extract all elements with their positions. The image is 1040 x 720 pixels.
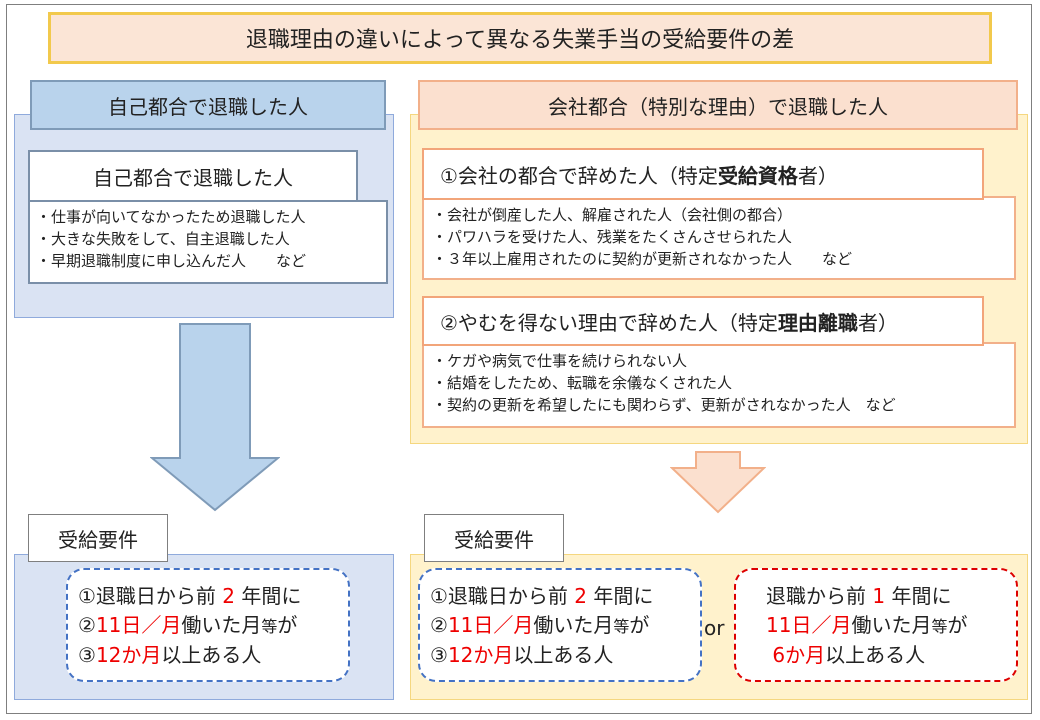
group2-examples: ・ケガや病気で仕事を続けられない人 ・結婚をしたため、転職を余儀なくされた人 ・… bbox=[422, 342, 1016, 428]
list-item: ・早期退職制度に申し込んだ人 など bbox=[36, 252, 307, 270]
list-item: ・パワハラを受けた人、残業をたくさんさせられた人 bbox=[432, 228, 792, 246]
voluntary-subtitle: 自己都合で退職した人 bbox=[28, 150, 358, 202]
voluntary-examples: ・仕事が向いてなかったため退職した人 ・大きな失敗をして、自主退職した人 ・早期… bbox=[28, 200, 388, 284]
or-label: or bbox=[704, 616, 725, 640]
group1-examples: ・会社が倒産した人、解雇された人（会社側の都合） ・パワハラを受けた人、残業をた… bbox=[422, 196, 1016, 280]
standard-requirement-box: ①退職日から前 2 年間に ②11日／月働いた月等が ③12か月以上ある人 bbox=[66, 568, 350, 682]
down-arrow-blue-icon bbox=[150, 323, 280, 512]
down-arrow-orange-icon bbox=[670, 451, 766, 514]
diagram-title: 退職理由の違いによって異なる失業手当の受給要件の差 bbox=[48, 12, 992, 64]
list-item: ・結婚をしたため、転職を余儀なくされた人 bbox=[432, 374, 733, 392]
group2-title: ②やむを得ない理由で辞めた人（特定理由離職者） bbox=[422, 296, 984, 346]
group1-title-suffix: 者） bbox=[797, 163, 838, 188]
standard-requirement-box: ①退職日から前 2 年間に ②11日／月働いた月等が ③12か月以上ある人 bbox=[418, 568, 702, 682]
list-item: ・会社が倒産した人、解雇された人（会社側の都合） bbox=[432, 206, 793, 224]
diagram-frame bbox=[6, 4, 1032, 714]
voluntary-header: 自己都合で退職した人 bbox=[30, 80, 386, 130]
group2-title-prefix: ②やむを得ない理由で辞めた人（特定 bbox=[440, 310, 778, 335]
group2-title-bold: 理由離職 bbox=[777, 310, 858, 335]
requirement-label-left: 受給要件 bbox=[28, 514, 168, 562]
company-header: 会社都合（特別な理由）で退職した人 bbox=[418, 80, 1018, 130]
list-item: ・大きな失敗をして、自主退職した人 bbox=[36, 230, 290, 248]
special-requirement-box: 退職から前 1 年間に 11日／月働いた月等が 6か月以上ある人 bbox=[734, 568, 1018, 682]
group1-title-bold: 受給資格 bbox=[717, 163, 798, 188]
group1-title-prefix: ①会社の都合で辞めた人（特定 bbox=[440, 163, 718, 188]
group1-title: ①会社の都合で辞めた人（特定受給資格者） bbox=[422, 148, 984, 200]
group2-title-suffix: 者） bbox=[857, 310, 898, 335]
requirement-label-right: 受給要件 bbox=[424, 514, 564, 562]
list-item: ・３年以上雇用されたのに契約が更新されなかった人 など bbox=[432, 250, 853, 268]
list-item: ・ケガや病気で仕事を続けられない人 bbox=[432, 352, 688, 370]
list-item: ・仕事が向いてなかったため退職した人 bbox=[36, 208, 306, 226]
list-item: ・契約の更新を希望したにも関わらず、更新がされなかった人 など bbox=[432, 396, 896, 414]
